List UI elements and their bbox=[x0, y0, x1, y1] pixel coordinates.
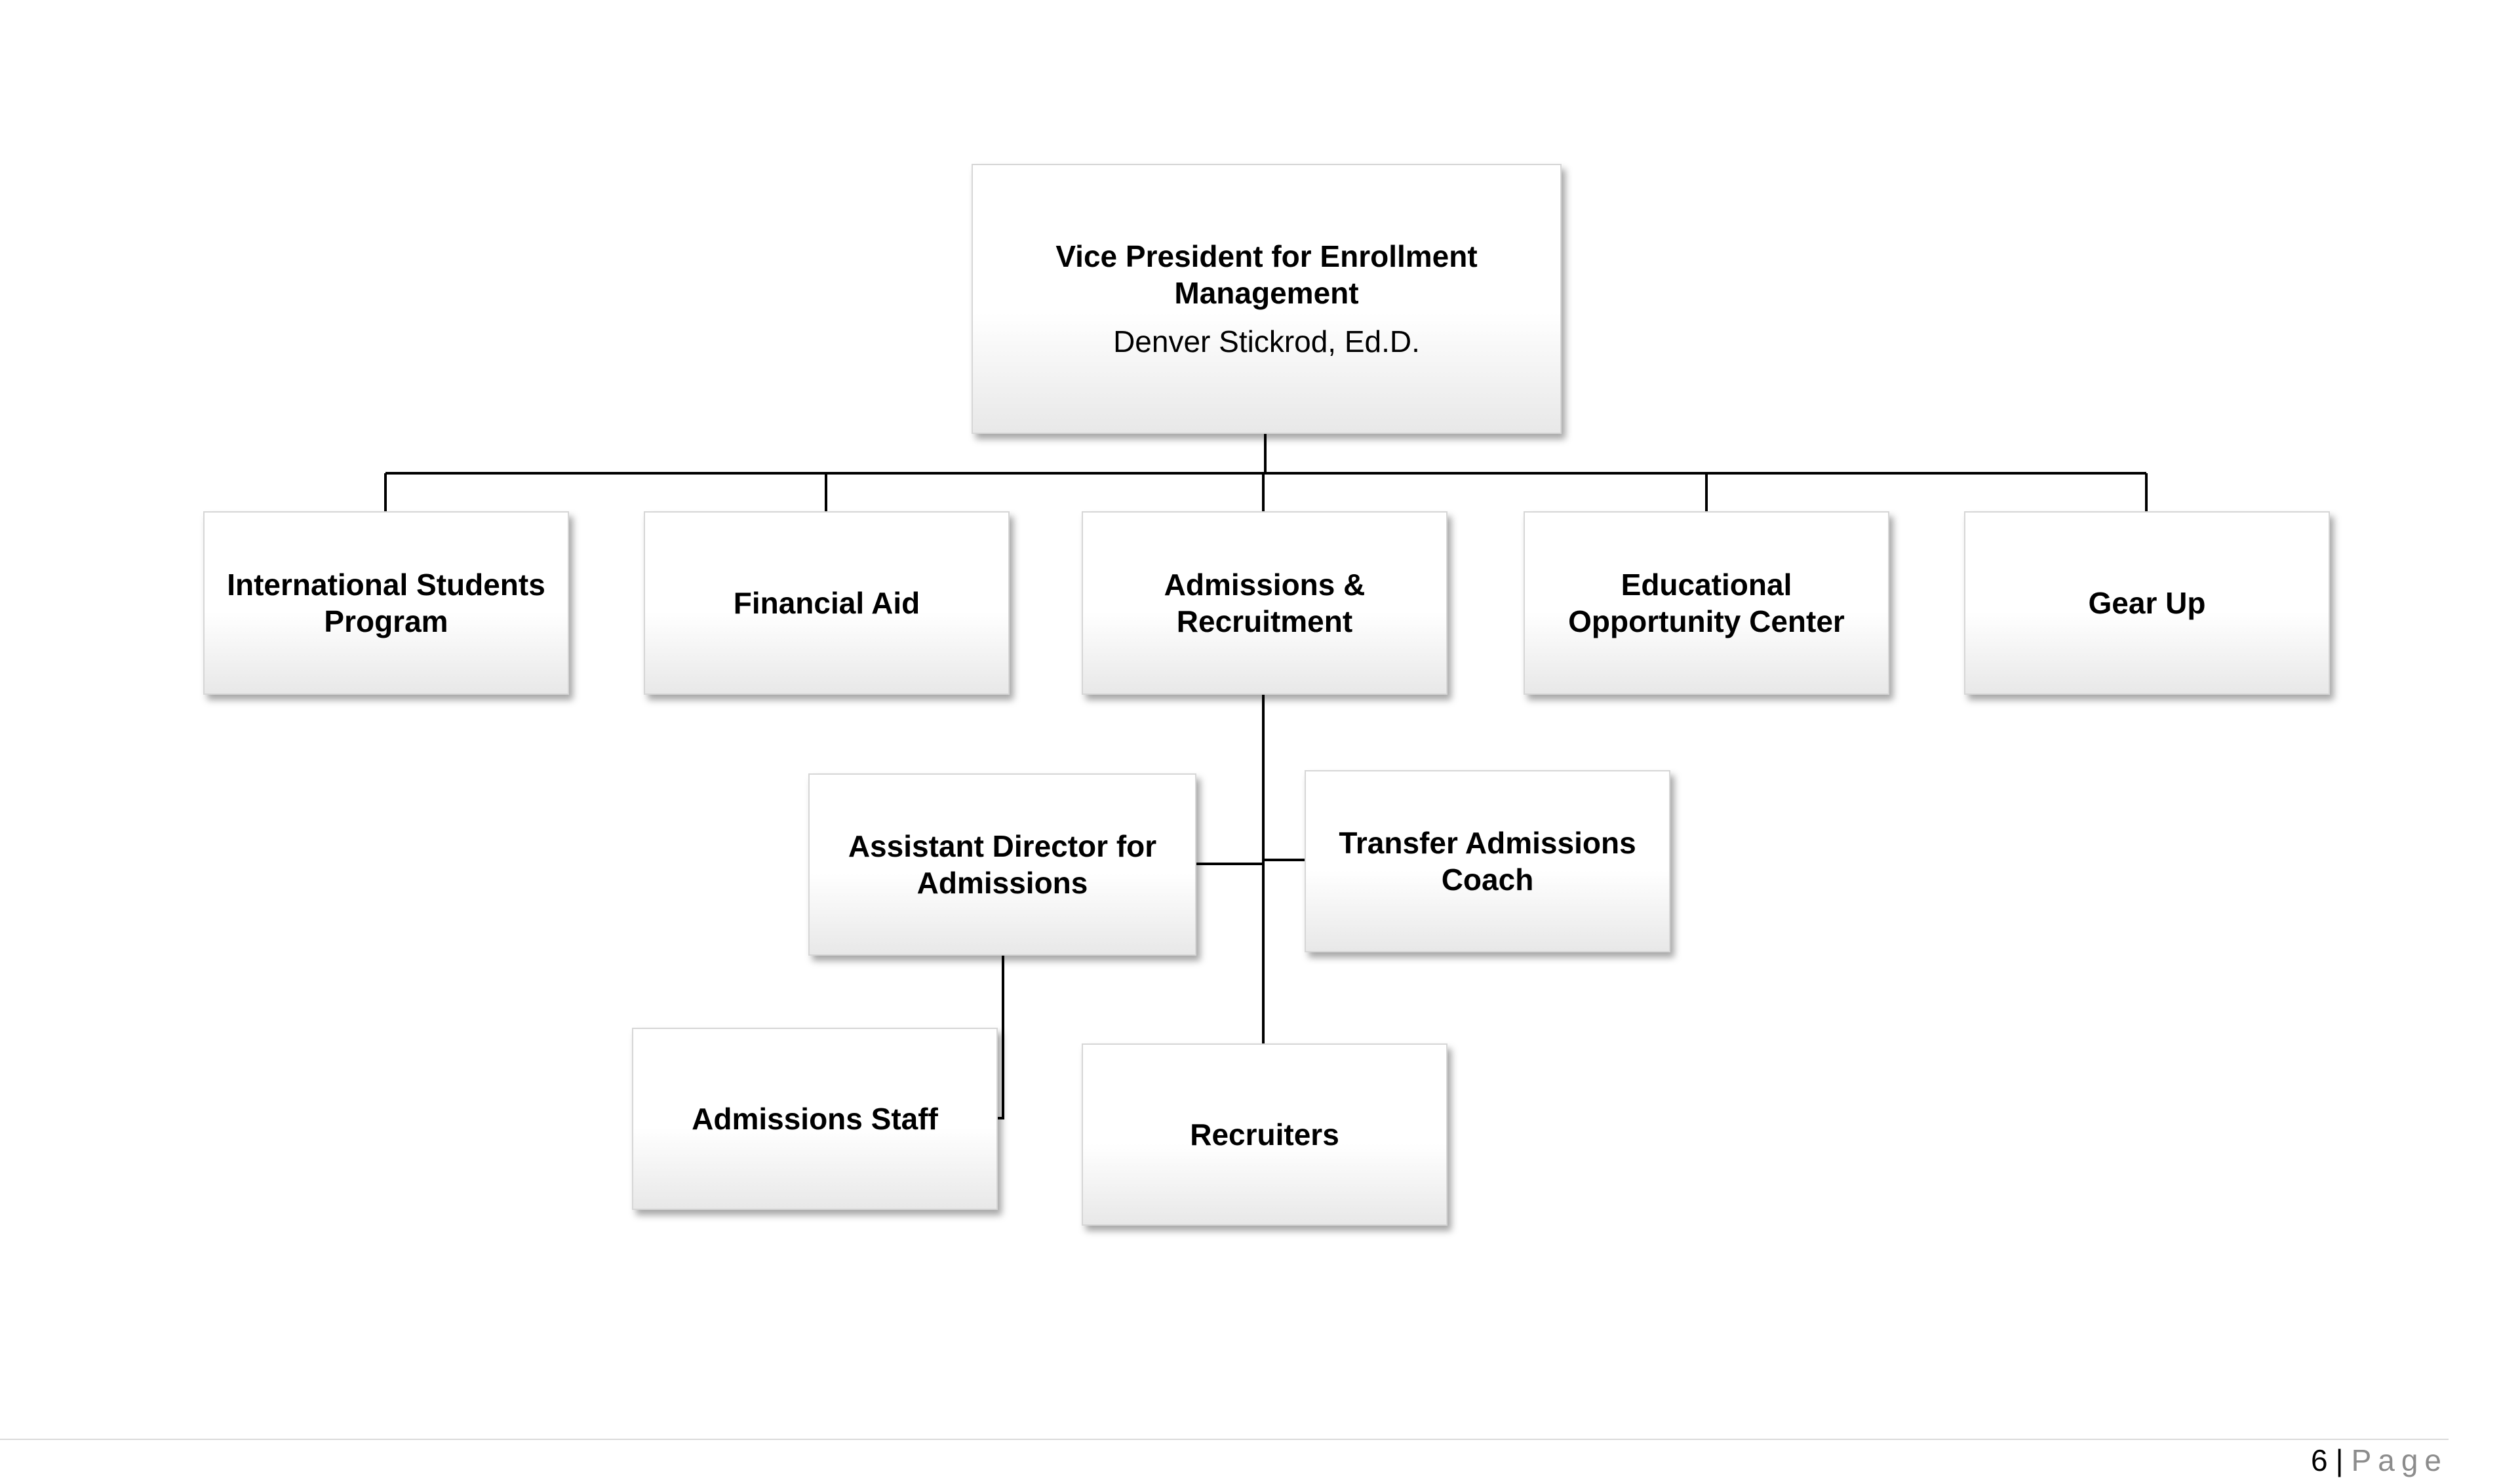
assistant-director-title: Assistant Director for Admissions bbox=[848, 829, 1157, 900]
educational-opportunity-box: Educational Opportunity Center bbox=[1524, 511, 1889, 695]
transfer-coach-title: Transfer Admissions Coach bbox=[1339, 826, 1636, 897]
transfer-coach-box: Transfer Admissions Coach bbox=[1305, 770, 1670, 952]
vp-enrollment-box: Vice President for Enrollment Management… bbox=[972, 164, 1562, 434]
page-number: 6 bbox=[2311, 1443, 2328, 1477]
footer-divider bbox=[0, 1439, 2449, 1440]
admissions-staff-title: Admissions Staff bbox=[692, 1102, 938, 1136]
international-students-title: International Students Program bbox=[227, 568, 545, 638]
admissions-staff-box: Admissions Staff bbox=[632, 1028, 998, 1210]
page-label: Page bbox=[2351, 1443, 2448, 1477]
page-separator: | bbox=[2335, 1443, 2344, 1477]
admissions-recruitment-box: Admissions & Recruitment bbox=[1082, 511, 1447, 695]
vp-name: Denver Stickrod, Ed.D. bbox=[1113, 324, 1420, 359]
assistant-director-box: Assistant Director for Admissions bbox=[808, 773, 1196, 956]
recruiters-title: Recruiters bbox=[1190, 1118, 1339, 1152]
international-students-box: International Students Program bbox=[203, 511, 569, 695]
financial-aid-box: Financial Aid bbox=[644, 511, 1010, 695]
admissions-recruitment-title: Admissions & Recruitment bbox=[1164, 568, 1366, 638]
page-footer: 6|Page bbox=[2311, 1442, 2448, 1478]
educational-opportunity-title: Educational Opportunity Center bbox=[1568, 568, 1845, 638]
vp-title: Vice President for Enrollment Management bbox=[1055, 239, 1478, 310]
gear-up-box: Gear Up bbox=[1964, 511, 2330, 695]
gear-up-title: Gear Up bbox=[2088, 586, 2206, 620]
financial-aid-title: Financial Aid bbox=[733, 586, 920, 620]
recruiters-box: Recruiters bbox=[1082, 1043, 1447, 1226]
